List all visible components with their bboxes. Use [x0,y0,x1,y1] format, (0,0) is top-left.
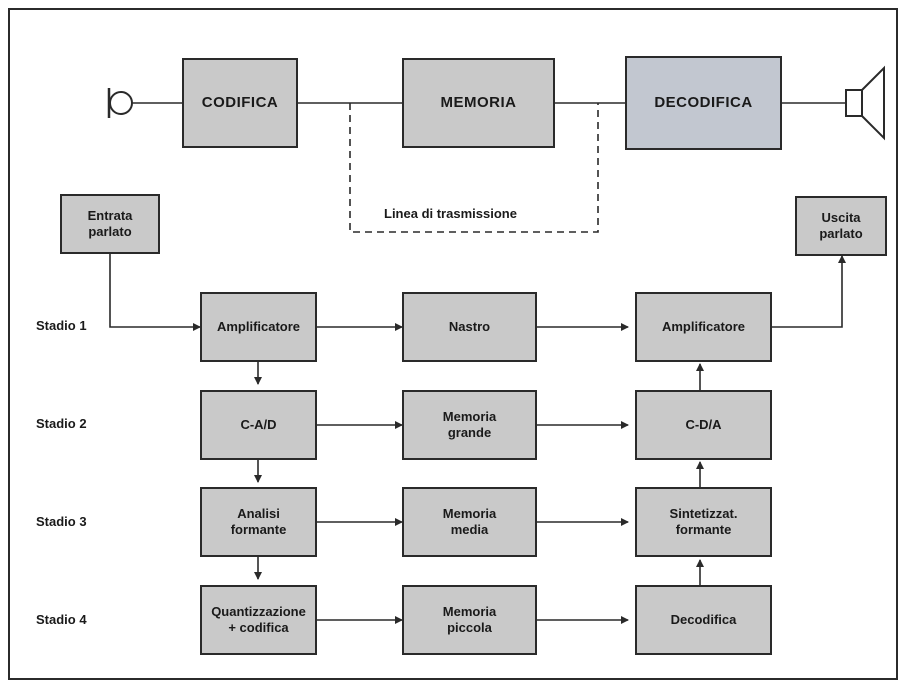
encode-amplifier-box: Amplificatore [200,292,317,362]
medium-memory-box: Memoria media [402,487,537,557]
stage-4-label: Stadio 4 [36,612,87,627]
transmission-line-path [349,103,599,233]
speaker-icon [845,65,885,141]
output-speech-box: Uscita parlato [795,196,887,256]
dac-box: C-D/A [635,390,772,460]
stage-2-label: Stadio 2 [36,416,87,431]
decoding-box: Decodifica [635,585,772,655]
tape-box: Nastro [402,292,537,362]
formant-analysis-box: Analisi formante [200,487,317,557]
memoria-box: MEMORIA [402,58,555,148]
large-memory-box: Memoria grande [402,390,537,460]
codifica-box: CODIFICA [182,58,298,148]
transmission-line-label: Linea di trasmissione [382,206,519,221]
formant-synth-box: Sintetizzat. formante [635,487,772,557]
small-memory-box: Memoria piccola [402,585,537,655]
input-speech-box: Entrata parlato [60,194,160,254]
microphone-icon [107,88,133,118]
quantization-coding-box: Quantizzazione + codifica [200,585,317,655]
decodifica-box: DECODIFICA [625,56,782,150]
stage-1-label: Stadio 1 [36,318,87,333]
stage-3-label: Stadio 3 [36,514,87,529]
adc-box: C-A/D [200,390,317,460]
decode-amplifier-box: Amplificatore [635,292,772,362]
